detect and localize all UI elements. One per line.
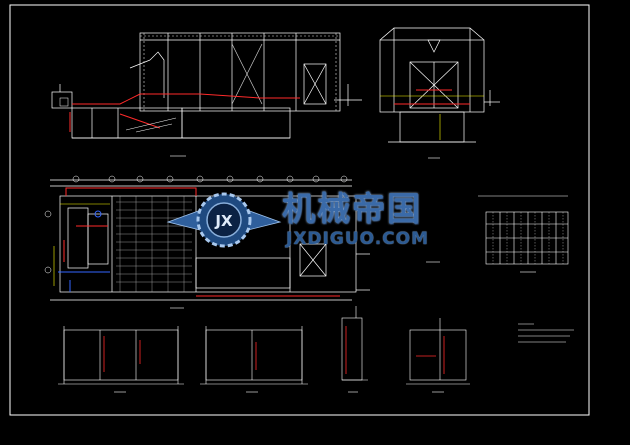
section-3: [341, 306, 368, 393]
side-elevation: [379, 27, 500, 143]
side-elevation-red-piping: [394, 89, 470, 105]
section-1-red: [103, 336, 141, 372]
watermark-domain-text: JXDIGUO.COM: [286, 229, 430, 249]
side-elevation-yellow: [380, 95, 484, 140]
front-elevation-dashed: [140, 33, 340, 111]
sheet-border: [9, 4, 590, 416]
section-4: [406, 318, 470, 393]
section-2: [200, 326, 308, 393]
front-elevation-red-piping: [69, 93, 300, 132]
plan-view-red-piping: [63, 187, 340, 297]
plan-view-filter-hatching: [116, 196, 192, 292]
grid-detail-dashed: [492, 212, 564, 264]
plan-view: [50, 179, 370, 301]
watermark-chinese-text: 机械帝国: [282, 189, 422, 228]
plan-view-blue-piping: [58, 210, 110, 292]
front-elevation-details: [59, 97, 177, 133]
grid-detail: [478, 195, 569, 273]
section-1: [58, 326, 184, 393]
front-elevation: [51, 32, 362, 139]
watermark-emblem: JX: [166, 192, 282, 248]
section-4-red: [416, 336, 445, 374]
notes-block: [518, 323, 574, 343]
plan-view-axis-bubbles: [44, 175, 348, 274]
watermark-badge: JX: [214, 212, 233, 230]
plan-view-yellow: [53, 203, 110, 286]
